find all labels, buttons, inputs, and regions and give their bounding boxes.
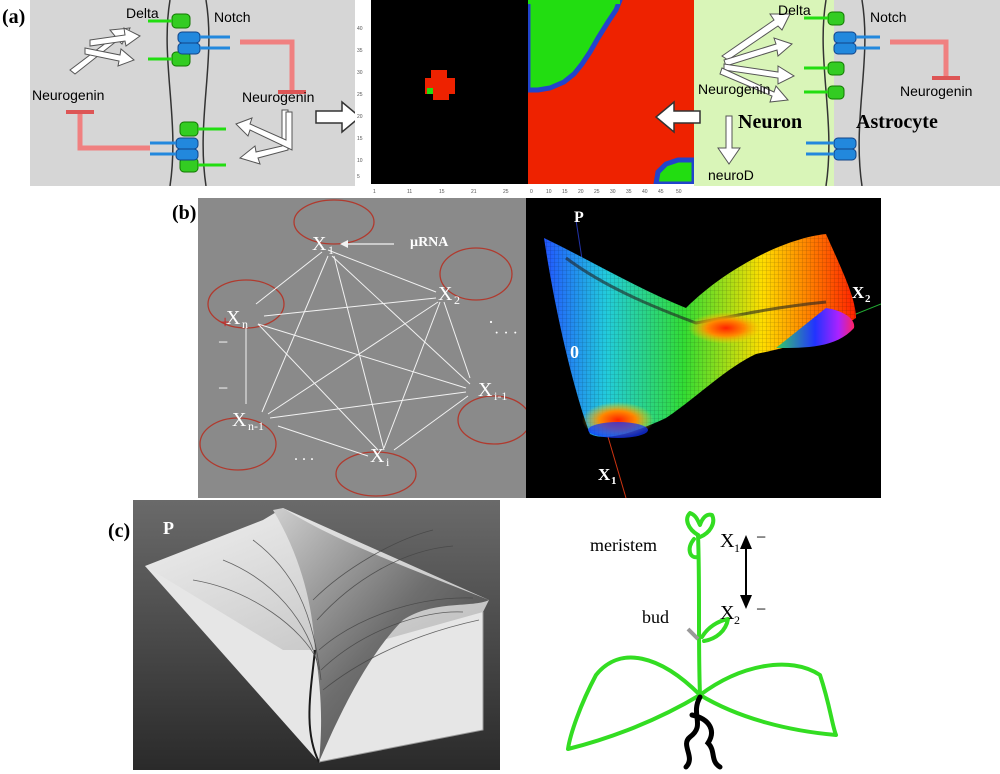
surface-p-label: P <box>574 209 584 226</box>
grid1-ytick: 5 <box>357 174 360 180</box>
potential-landscape-surface: P 0 X 1 X 2 <box>526 198 881 498</box>
node-xi-sub: i <box>386 455 390 469</box>
plant-diagram: meristem bud X 1 − X 2 − <box>566 511 838 770</box>
grid2-xtick: 40 <box>642 189 648 195</box>
panel-label-a: (a) <box>2 6 26 28</box>
node-xn: X <box>226 307 241 329</box>
bud-label: bud <box>642 607 669 627</box>
grid2-xtick: 10 <box>546 189 552 195</box>
grid2-xtick: 50 <box>676 189 682 195</box>
grid2-xtick: 0 <box>530 189 533 195</box>
surface-x1-label: X <box>598 465 611 484</box>
node-x2: X <box>438 283 453 305</box>
grid1-xtick: 25 <box>503 189 509 195</box>
cell2-neurogenin-right: Neurogenin <box>900 83 972 99</box>
dots-2: . . . <box>294 447 314 464</box>
neuron-label: Neuron <box>738 111 802 133</box>
grid1-ytick: 15 <box>357 136 363 142</box>
grid2-xtick: 20 <box>578 189 584 195</box>
grid1-ytick: 30 <box>357 70 363 76</box>
node-xn1-sub: n-1 <box>248 419 264 433</box>
dots-3: · · · <box>494 325 518 342</box>
grid2-xtick: 15 <box>562 189 568 195</box>
grid2-xtick: 30 <box>610 189 616 195</box>
surface-x2-sub: 2 <box>865 293 871 305</box>
plant-x2-sub: 2 <box>734 613 740 627</box>
waddington-landscape-photo: P <box>133 500 500 770</box>
cell2-delta-label: Delta <box>778 2 811 18</box>
cell1-delta-label: Delta <box>126 5 159 21</box>
grid1-xtick: 1 <box>373 189 376 195</box>
plant-x1-minus: − <box>756 527 766 547</box>
arrow-left-icon <box>654 100 701 134</box>
grid1-ytick: 35 <box>357 48 363 54</box>
dots-1: · <box>488 312 494 332</box>
cell2-neurod-label: neuroD <box>708 167 754 183</box>
plant-x1-sub: 1 <box>734 541 740 555</box>
simulation-grid-2: 0 10 15 20 25 30 35 40 45 50 <box>528 0 694 196</box>
grid1-ytick: 25 <box>357 92 363 98</box>
grid1-ytick: 40 <box>357 26 363 32</box>
minus-sign-2: − <box>218 378 228 398</box>
landscape-p-label: P <box>163 518 174 538</box>
simulation-grid-1: 40 35 30 25 20 15 10 5 1 11 15 21 25 <box>355 0 530 196</box>
grid1-xtick: 21 <box>471 189 477 195</box>
node-xn-sub: n <box>242 317 248 331</box>
node-x1-sub: 1 <box>328 243 334 257</box>
node-xn1: X <box>232 409 247 431</box>
panel-label-b: (b) <box>172 202 197 224</box>
grid2-xtick: 25 <box>594 189 600 195</box>
plant-x1-label: X <box>720 530 735 552</box>
cell2-notch-label: Notch <box>870 9 907 25</box>
node-x1: X <box>312 233 327 255</box>
grid1-ytick: 20 <box>357 114 363 120</box>
panel-a-cell-diagram-right: Delta Notch Neurogenin Neurogenin neuroD… <box>694 0 1000 186</box>
cell1-notch-label: Notch <box>214 9 251 25</box>
node-xi: X <box>370 445 385 467</box>
cell1-neurogenin-left: Neurogenin <box>32 87 104 103</box>
grid1-ytick: 10 <box>357 158 363 164</box>
astrocyte-label: Astrocyte <box>856 111 938 133</box>
mirna-label: µRNA <box>410 235 449 250</box>
node-xi1-sub: i-1 <box>494 389 507 403</box>
meristem-label: meristem <box>590 535 657 555</box>
cell2-neurogenin-left: Neurogenin <box>698 81 770 97</box>
plus-sign: + <box>220 312 230 332</box>
gene-network-diagram: X 1 X 2 X n X i-1 X n-1 X i µRNA + − − ·… <box>198 198 526 498</box>
grid2-xtick: 35 <box>626 189 632 195</box>
panel-label-c: (c) <box>108 520 131 542</box>
plant-x2-label: X <box>720 602 735 624</box>
grid2-xtick: 45 <box>658 189 664 195</box>
surface-x1-sub: 1 <box>611 475 617 487</box>
surface-x2-label: X <box>852 283 865 302</box>
grid1-xtick: 15 <box>439 189 445 195</box>
cell1-neurogenin-right: Neurogenin <box>242 89 314 105</box>
panel-a-cell-diagram-left: Delta Notch Neurogenin Neurogenin <box>30 0 360 186</box>
minus-sign-1: − <box>218 332 228 352</box>
grid1-xtick: 11 <box>407 189 412 195</box>
plant-x2-minus: − <box>756 599 766 619</box>
node-xi1: X <box>478 379 493 401</box>
arrow-right-icon <box>315 100 362 134</box>
surface-zero-label: 0 <box>570 342 579 362</box>
node-x2-sub: 2 <box>454 293 460 307</box>
